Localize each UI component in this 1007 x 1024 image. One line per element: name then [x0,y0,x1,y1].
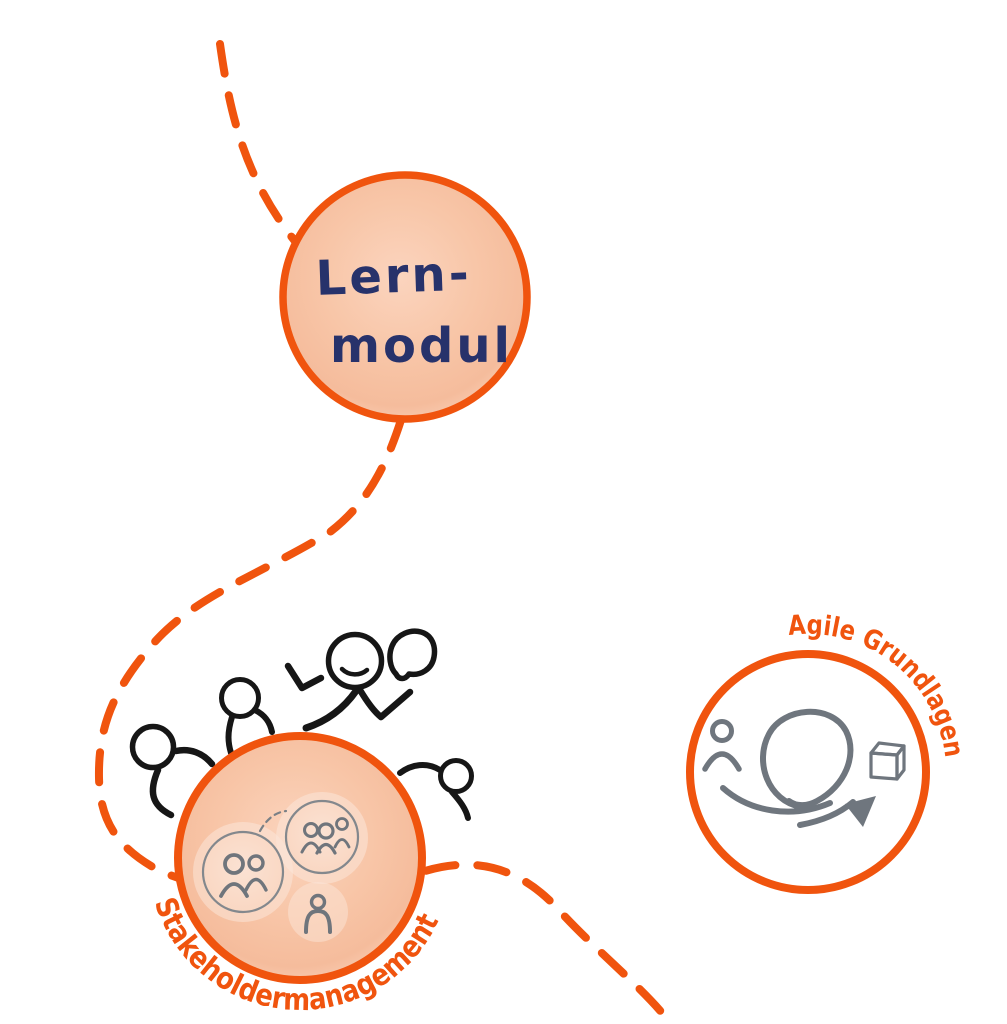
stick-figure-arm [172,746,216,768]
person-icon [702,719,742,772]
single-person-icon [304,893,332,934]
learning-path-top-segment [216,40,302,249]
cube-icon [869,741,906,781]
stakeholder-node[interactable]: Stakeholdermanagement [147,732,446,1018]
stick-figure-arm [397,762,443,776]
lernmodul-label-line1: Lern- [315,246,473,307]
person-body [244,877,268,892]
speech-bubble-icon [387,628,438,682]
two-person-group-icon [219,853,268,898]
stick-figure-body [149,766,175,819]
iteration-loop-arrow-icon [720,708,876,828]
learning-path [94,40,672,1024]
stick-figure-cheering [284,628,438,732]
stick-figure-body [449,789,471,821]
person-head [710,719,734,743]
bubble-dashed-connector [258,809,288,833]
lernmodul-circle[interactable] [279,171,531,423]
stakeholder-stick-figures [129,628,474,821]
stick-figure-second [219,677,275,756]
person-body [315,842,337,855]
loop-underline-stroke [720,785,833,815]
person-body [333,838,351,849]
stick-figure-head [129,723,177,771]
cube-side-face [895,744,906,781]
person-body [304,908,332,934]
three-person-group-icon [300,817,351,855]
stick-figure-body [302,687,360,732]
person-head [317,822,335,840]
person-head [223,853,245,875]
arrowhead [845,796,876,827]
stick-figure-left-arm [284,662,325,692]
stick-figure-right-arm [356,686,414,721]
lernmodul-node[interactable]: Lern- modul [279,171,531,423]
stick-figure-arm [252,707,275,735]
person-body [702,751,742,772]
agile-node[interactable]: Agile Grundlagen [686,610,969,894]
stick-figure-right [397,758,474,821]
stick-figure-left [129,723,216,819]
agile-circle[interactable] [686,650,930,894]
stick-figure-body [225,714,235,756]
person-head [309,893,327,911]
person-head [335,817,349,831]
stick-figure-head [219,677,261,719]
agile-icons [702,708,906,828]
stick-figure-head [325,631,385,691]
person-body [219,882,249,898]
lernmodul-label-line2: modul [330,318,513,374]
group-bubble-left [201,830,285,914]
loop-stroke [760,708,854,810]
stick-figure-smile [339,666,370,677]
stick-figure-head [438,758,474,794]
learning-path-main-segment [94,416,672,1024]
person-head [247,854,265,872]
